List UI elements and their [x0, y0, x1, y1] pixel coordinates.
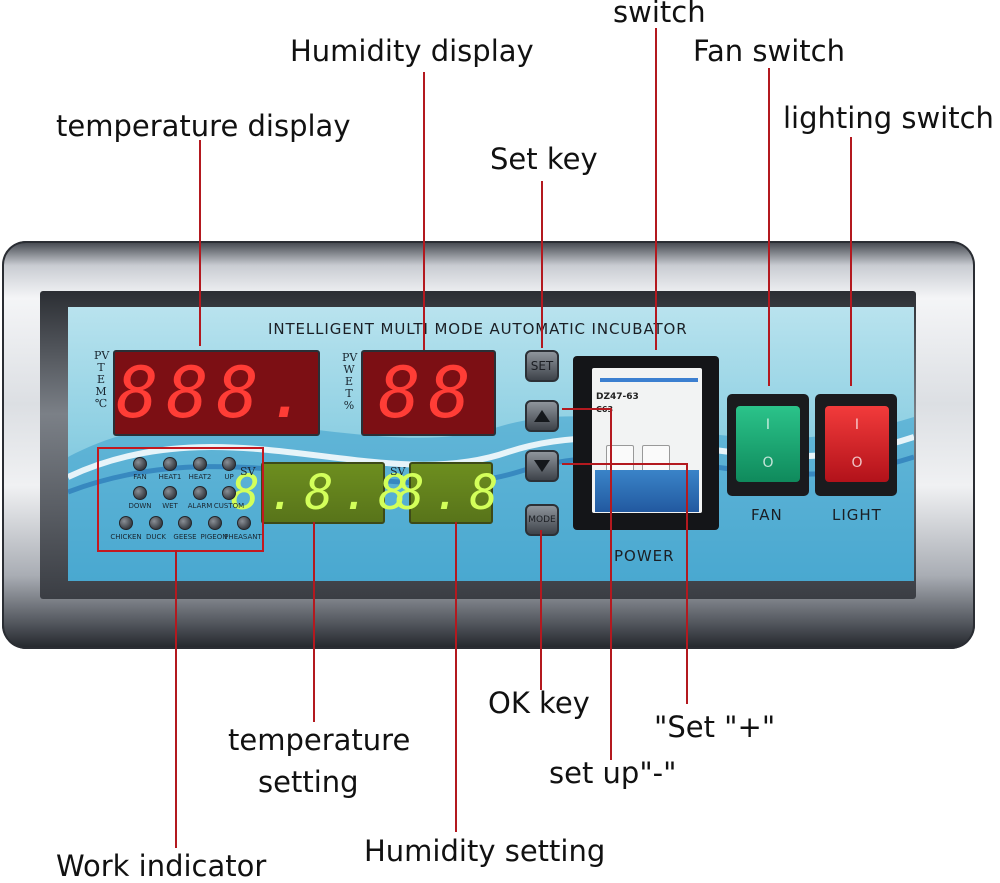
led-label: WET — [162, 502, 178, 510]
leader-line-set-key — [541, 181, 543, 348]
led-chicken — [119, 516, 133, 530]
led-pigeon — [208, 516, 222, 530]
led-label: DOWN — [128, 502, 152, 510]
work-indicator-box — [97, 447, 264, 552]
rocker-off-mark: O — [762, 455, 774, 471]
rocker-on-mark: I — [765, 417, 771, 433]
humidity-setting-display: 8.8 — [396, 462, 498, 524]
leader-line-humidity-setting — [455, 522, 457, 832]
callout-lighting-switch: lighting switch — [783, 101, 994, 135]
callout-humidity-display: Humidity display — [290, 34, 534, 68]
leader-line-set-plus-v — [686, 463, 688, 704]
breaker-model: DZ47-63 — [596, 392, 639, 402]
leader-line-set-minus-v — [610, 408, 612, 760]
leader-line-switch — [655, 28, 657, 350]
led-label: FAN — [133, 473, 147, 481]
panel-title: INTELLIGENT MULTI MODE AUTOMATIC INCUBAT… — [268, 320, 688, 338]
sv-label-right: SV — [390, 465, 406, 478]
led-custom — [222, 486, 236, 500]
light-rocker-switch[interactable]: I O — [825, 406, 889, 482]
down-key-button[interactable] — [525, 450, 559, 482]
led-label: CHICKEN — [110, 533, 142, 541]
temperature-display: 888. — [113, 350, 320, 436]
fan-label: FAN — [751, 506, 783, 524]
leader-line-lighting-switch — [850, 137, 852, 386]
led-label: PIGEON — [200, 533, 228, 541]
callout-temperature-setting-line2: setting — [258, 765, 359, 799]
rocker-off-mark: O — [851, 455, 863, 471]
callout-humidity-setting: Humidity setting — [364, 834, 606, 868]
light-label: LIGHT — [832, 506, 882, 524]
breaker-base — [595, 470, 699, 512]
led-heat1 — [163, 457, 177, 471]
leader-line-ok-key — [540, 530, 542, 690]
leader-line-set-minus-h — [562, 408, 612, 410]
led-label: ALARM — [187, 502, 213, 510]
leader-line-set-plus-h — [562, 463, 688, 465]
callout-work-indicator: Work indicator — [56, 849, 267, 883]
led-label: HEAT2 — [188, 473, 212, 481]
callout-temperature-display: temperature display — [56, 109, 351, 143]
led-alarm — [193, 486, 207, 500]
led-label: HEAT1 — [158, 473, 182, 481]
set-key-button[interactable]: SET — [525, 350, 559, 382]
leader-line-temperature-display — [199, 140, 201, 346]
led-geese — [178, 516, 192, 530]
led-label: GEESE — [173, 533, 197, 541]
led-pheasant — [237, 516, 251, 530]
led-label: CUSTOM — [213, 502, 245, 510]
callout-temperature-setting-line1: temperature — [228, 723, 411, 757]
leader-line-temperature-setting — [313, 522, 315, 722]
up-key-button[interactable] — [525, 400, 559, 432]
led-heat2 — [193, 457, 207, 471]
breaker-stripe — [600, 378, 698, 382]
led-label: DUCK — [146, 533, 166, 541]
led-wet — [163, 486, 177, 500]
humidity-display: 88 — [361, 350, 496, 436]
callout-fan-switch: Fan switch — [693, 34, 845, 68]
led-fan — [133, 457, 147, 471]
led-down — [133, 486, 147, 500]
callout-switch: switch — [613, 0, 706, 29]
leader-line-work-indicator — [175, 550, 177, 848]
triangle-down-icon — [534, 460, 550, 472]
leader-line-humidity-display — [423, 72, 425, 350]
callout-set-plus: "Set "+" — [654, 710, 776, 744]
fan-rocker-switch[interactable]: I O — [736, 406, 800, 482]
callout-ok-key: OK key — [488, 686, 590, 720]
mode-key-button[interactable]: MODE — [525, 504, 559, 536]
triangle-up-icon — [534, 410, 550, 422]
leader-line-fan-switch — [768, 68, 770, 386]
callout-set-key: Set key — [490, 142, 598, 176]
temperature-setting-display: 8.8.8 — [231, 462, 407, 524]
rocker-on-mark: I — [854, 417, 860, 433]
led-up — [222, 457, 236, 471]
callout-set-up-minus: set up"-" — [549, 756, 677, 790]
power-label: POWER — [614, 547, 675, 565]
led-duck — [149, 516, 163, 530]
led-label: PHEASANT — [224, 533, 262, 541]
led-label: UP — [224, 473, 234, 481]
sv-label-left: SV — [240, 465, 256, 478]
